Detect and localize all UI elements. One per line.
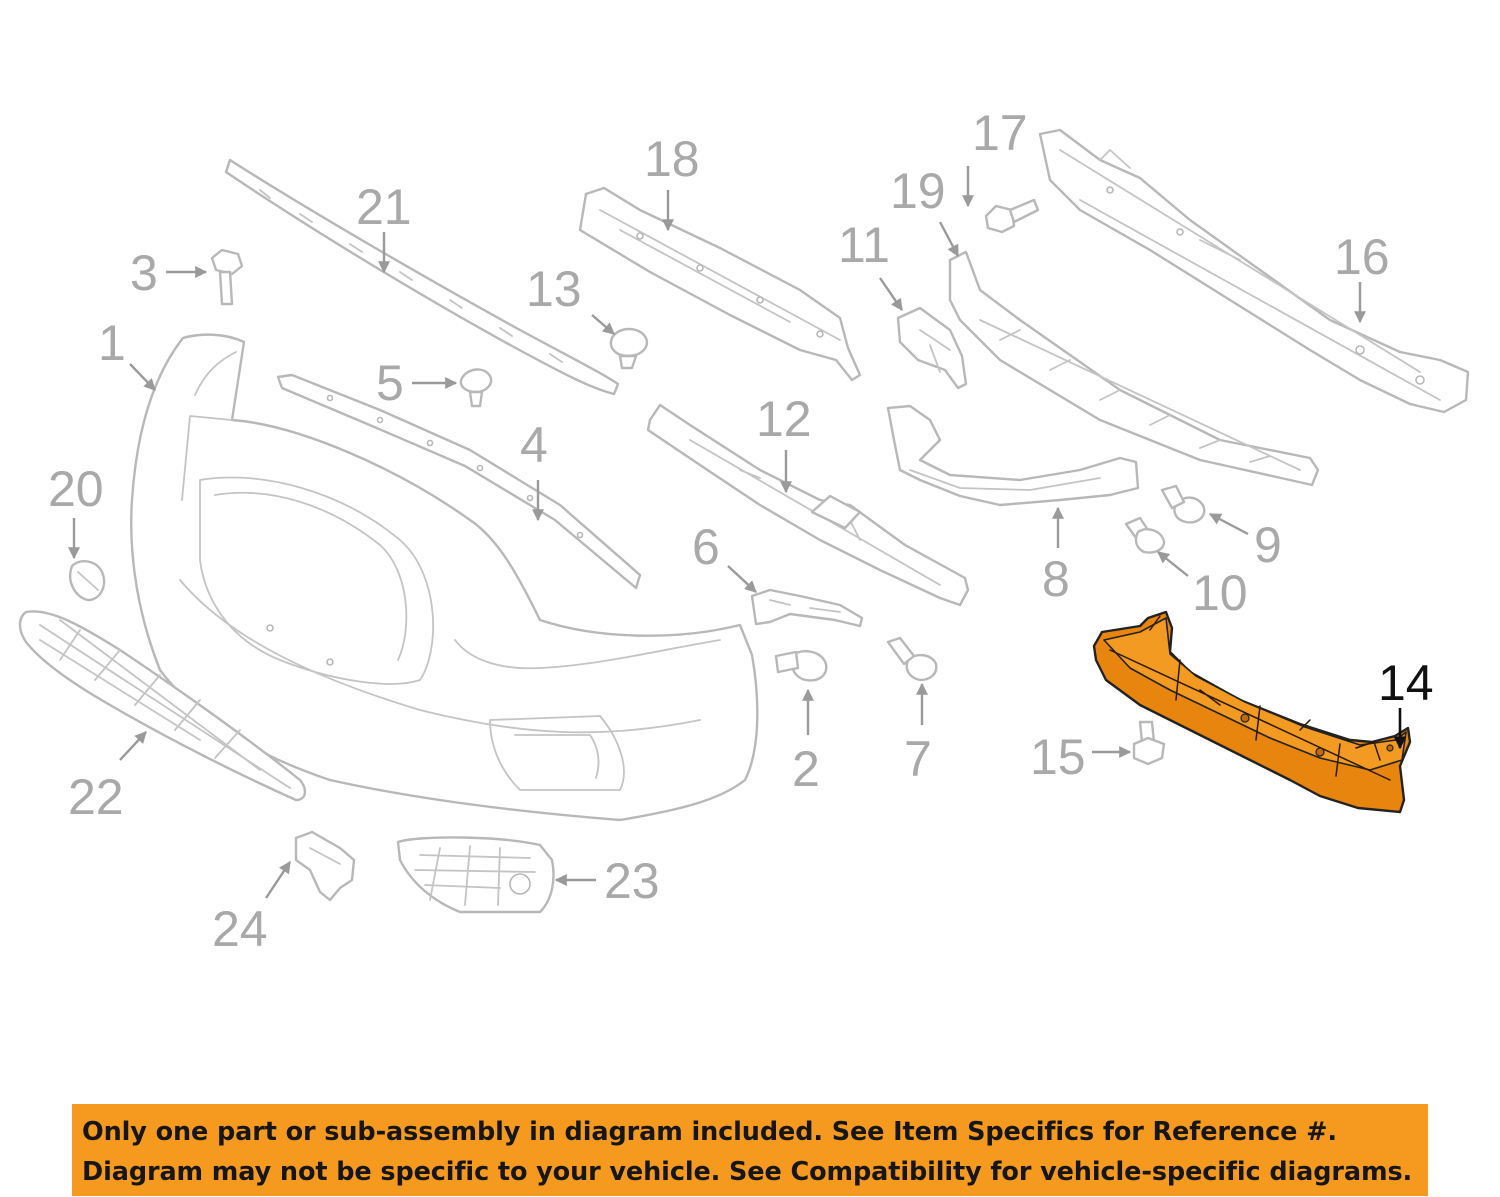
part-1-bumper-cover [130,333,759,822]
callout-11: 11 [838,217,890,273]
part-12-mid-bracket [646,403,970,607]
part-17-bolt [984,198,1040,234]
disclaimer-line-2: Diagram may not be specific to your vehi… [82,1157,1413,1187]
callout-12: 12 [756,391,812,447]
callout-6: 6 [692,519,720,575]
callout-21: 21 [356,179,412,235]
disclaimer-banner: Only one part or sub-assembly in diagram… [72,1104,1428,1196]
part-2-bolt [774,650,828,682]
part-10-push-clip [1124,516,1166,554]
callout-3: 3 [130,245,158,301]
callout-19: 19 [890,163,946,219]
callout-10: 10 [1192,565,1248,621]
callout-24: 24 [212,901,268,957]
part-6-small-bracket [750,588,864,628]
part-14-lower-reinforcement [1092,610,1412,814]
part-22-lower-grille [18,610,307,802]
callout-23: 23 [604,853,660,909]
leader-arrows [68,166,1407,899]
part-19-energy-absorber [948,250,1320,487]
part-15-bolt [1132,720,1166,766]
callout-16: 16 [1334,229,1390,285]
part-8-absorber-arm [886,404,1140,507]
part-13-push-clip [609,327,649,370]
disclaimer-line-1: Only one part or sub-assembly in diagram… [82,1117,1337,1147]
callout-2: 2 [792,741,820,797]
callout-5: 5 [376,355,404,411]
part-4-bracket-rail [276,373,642,590]
callout-1: 1 [98,315,126,371]
callout-14: 14 [1378,655,1434,711]
callout-4: 4 [520,417,548,473]
callout-20: 20 [48,461,104,517]
callout-9: 9 [1254,517,1282,573]
callout-labels: 1 2 3 4 5 6 7 8 9 10 11 12 13 14 15 16 1… [48,105,1434,957]
callout-17: 17 [972,105,1028,161]
callout-22: 22 [68,769,124,825]
part-23-fog-bezel [396,836,555,914]
part-9-bolt [1160,484,1206,524]
part-3-bolt [210,248,244,306]
part-16-reinforcement-beam [1038,128,1470,414]
callout-18: 18 [644,131,700,187]
callout-13: 13 [526,261,582,317]
part-5-push-clip [459,368,493,408]
part-11-bracket [896,306,968,390]
part-7-bolt [886,636,938,682]
callout-15: 15 [1030,729,1086,785]
part-20-clip [69,560,106,602]
callout-7: 7 [904,731,932,787]
part-24-bracket [294,830,356,902]
callout-8: 8 [1042,551,1070,607]
